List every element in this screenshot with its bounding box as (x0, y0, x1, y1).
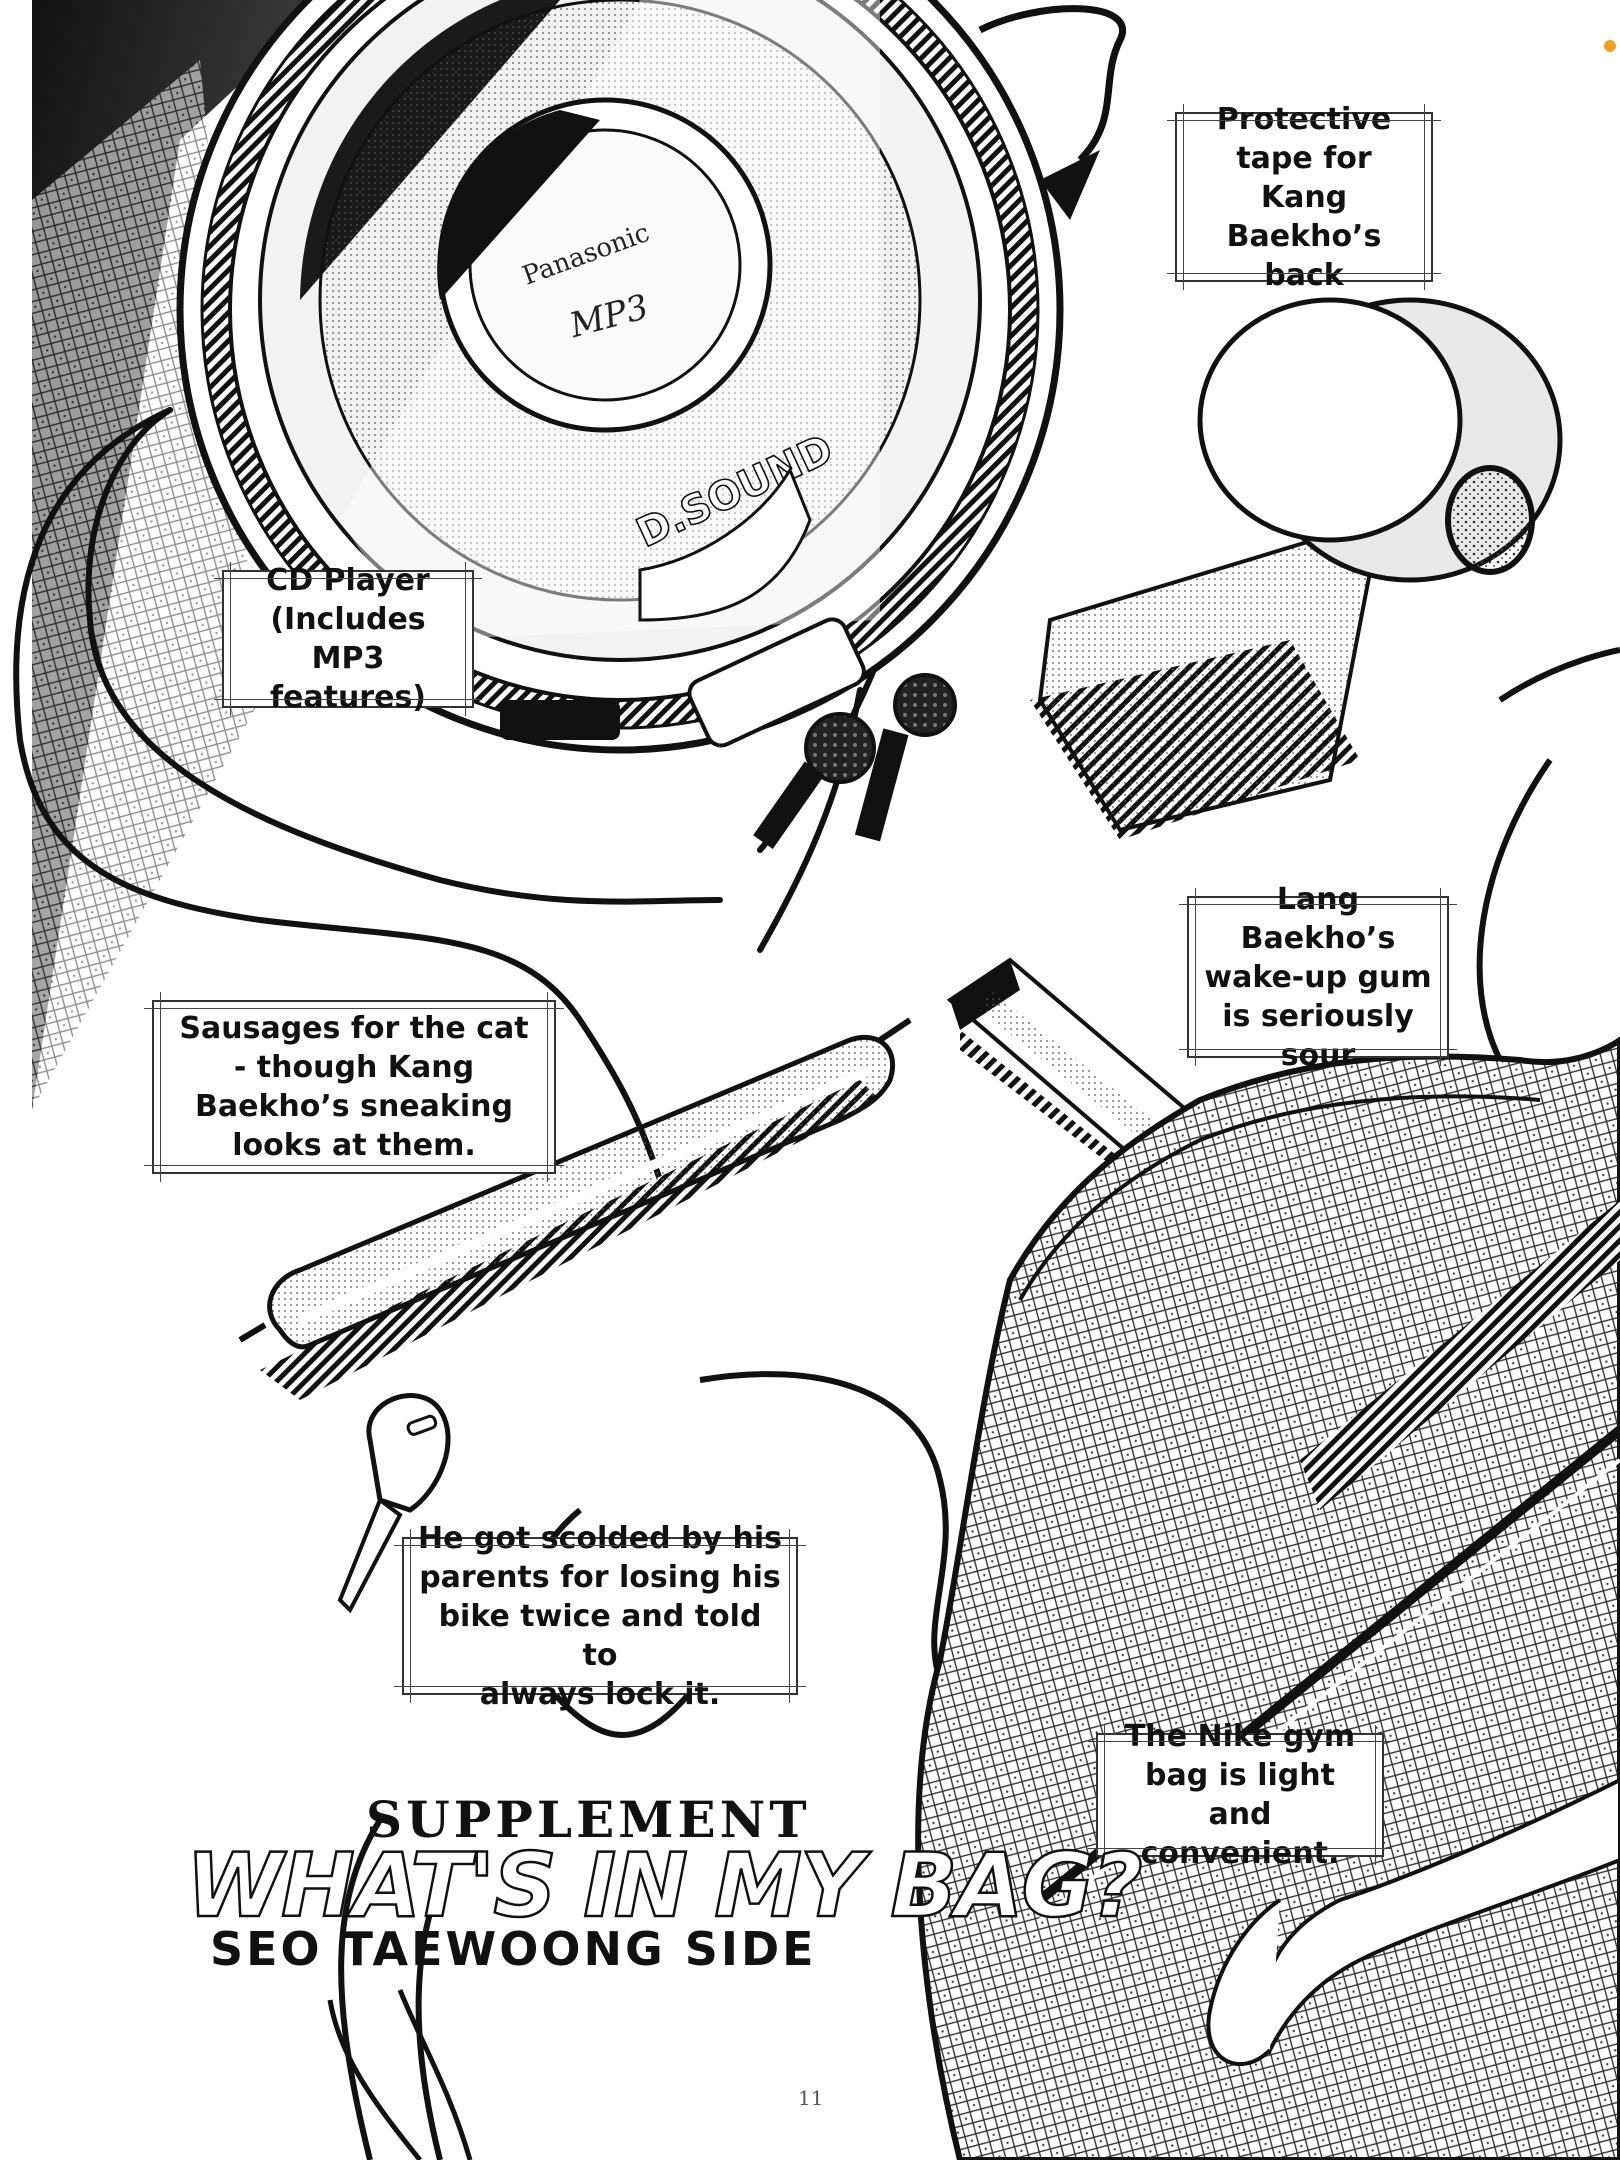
caption-bag: The Nike gym bag is light and convenient… (1088, 1719, 1392, 1871)
title-supplement: SUPPLEMENT (366, 1790, 811, 1849)
caption-line: tape for Kang (1236, 140, 1372, 215)
caption-sausages: Sausages for the cat - though Kang Baekh… (144, 992, 564, 1182)
corner-dot (1604, 40, 1616, 52)
sausage (238, 1017, 912, 1400)
cd-player: Panasonic MP3 D.SOUND (176, 0, 1126, 849)
caption-line: convenient. (1140, 1836, 1340, 1871)
caption-line: is seriously (1222, 998, 1414, 1034)
caption-line: always lock it. (479, 1676, 721, 1712)
caption-line: CD Player (266, 563, 430, 598)
bike-key (337, 1393, 451, 1614)
caption-line: Sausages for the cat (179, 1011, 529, 1046)
caption-line: parents for losing his (419, 1559, 781, 1595)
caption-line: Baekho’s sneaking (195, 1089, 513, 1124)
caption-line: sour (1280, 1037, 1356, 1073)
caption-key: He got scolded by his parents for losing… (394, 1521, 806, 1712)
title-decor (327, 1989, 473, 2160)
page-number: 11 (798, 2086, 824, 2110)
caption-tape: Protective tape for Kang Baekho’s back (1167, 102, 1441, 293)
tape-roll (1030, 297, 1563, 840)
caption-line: - though Kang (233, 1050, 475, 1085)
caption-line: back (1264, 257, 1344, 293)
gym-bag (915, 1036, 1620, 2160)
caption-gum: Lang Baekho’s wake-up gum is seriously s… (1179, 882, 1457, 1073)
caption-cd-player: CD Player (Includes MP3 features) (214, 562, 482, 716)
caption-line: looks at them. (232, 1128, 476, 1163)
title-main: WHAT'S IN MY BAG? (185, 1833, 1144, 1939)
caption-line: He got scolded by his (418, 1520, 783, 1556)
earbud-icon (753, 673, 957, 849)
caption-line: Protective (1216, 101, 1392, 137)
caption-line: bike twice and told to (438, 1598, 762, 1673)
caption-line: Lang Baekho’s (1240, 881, 1396, 956)
caption-line: The Nike gym (1124, 1719, 1356, 1754)
caption-line: features) (269, 680, 427, 715)
caption-line: bag is light and (1145, 1758, 1335, 1832)
caption-line: (Includes MP3 (270, 602, 426, 676)
title-side: SEO TAEWOONG SIDE (210, 1922, 817, 1976)
caption-line: Baekho’s (1226, 218, 1382, 254)
caption-line: wake-up gum (1204, 959, 1432, 995)
